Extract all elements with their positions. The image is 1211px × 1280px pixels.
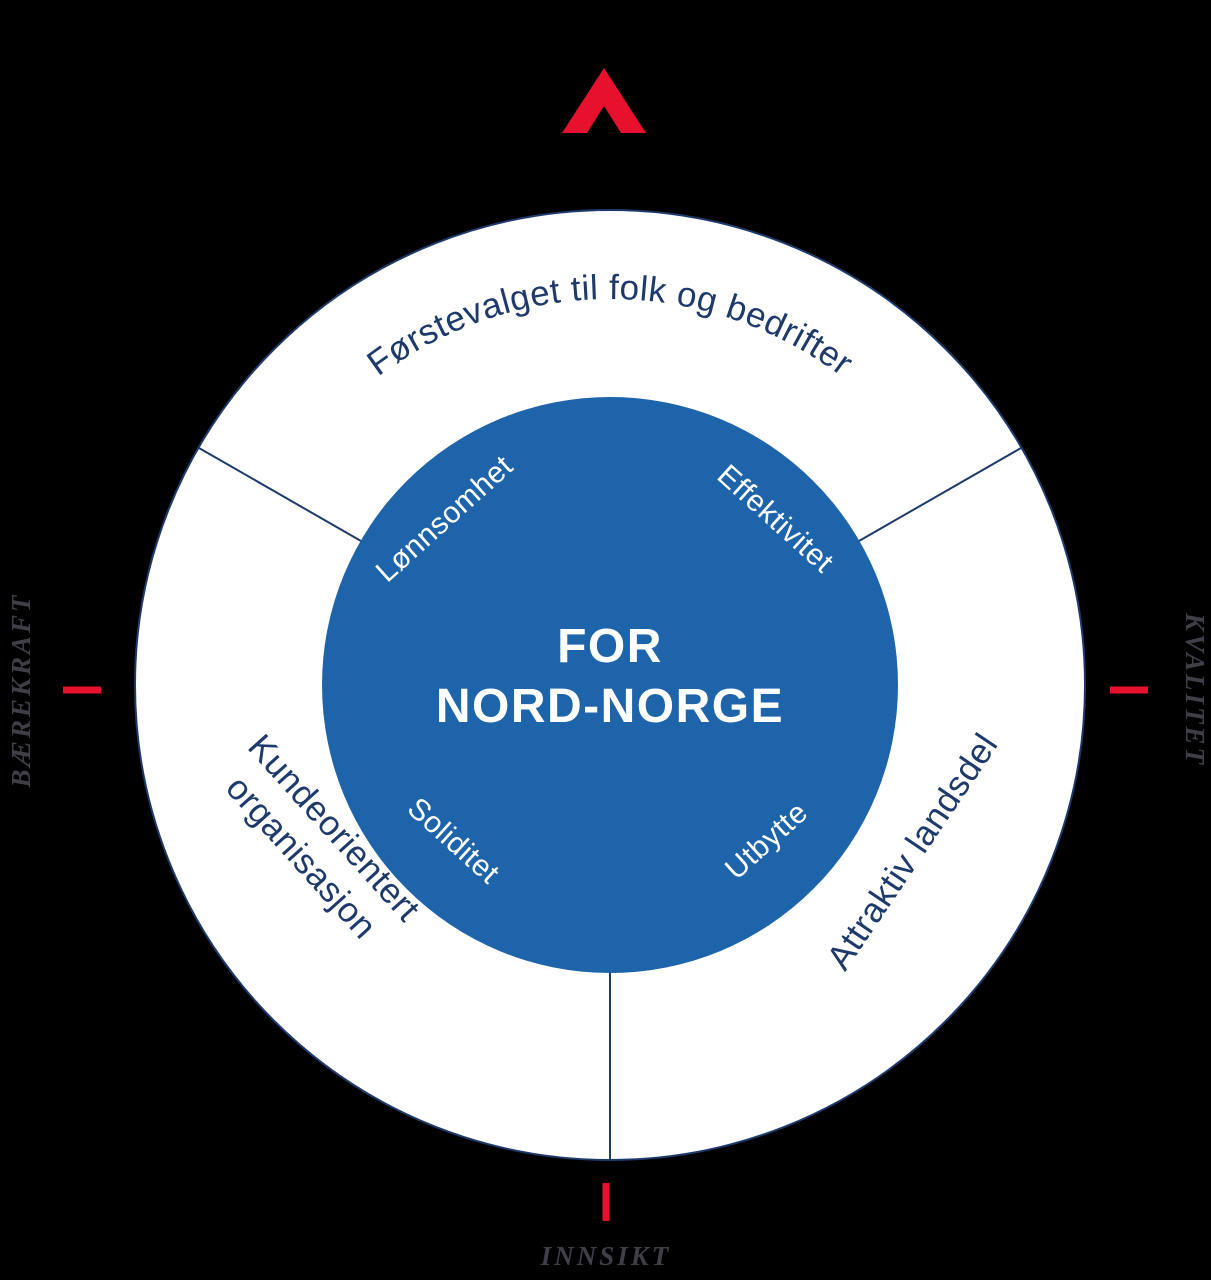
north-arrow-icon <box>562 68 646 133</box>
compass-label-right: KVALITET <box>1180 612 1210 767</box>
center-title-line2: NORD-NORGE <box>436 680 784 733</box>
compass-label-left: BÆREKRAFT <box>6 592 36 788</box>
divider-upper-right <box>858 447 1022 542</box>
compass-label-bottom: INNSIKT <box>540 1241 672 1271</box>
center-title-line1: FOR <box>557 620 663 673</box>
divider-upper-left <box>198 447 362 542</box>
core-circle <box>322 397 898 973</box>
